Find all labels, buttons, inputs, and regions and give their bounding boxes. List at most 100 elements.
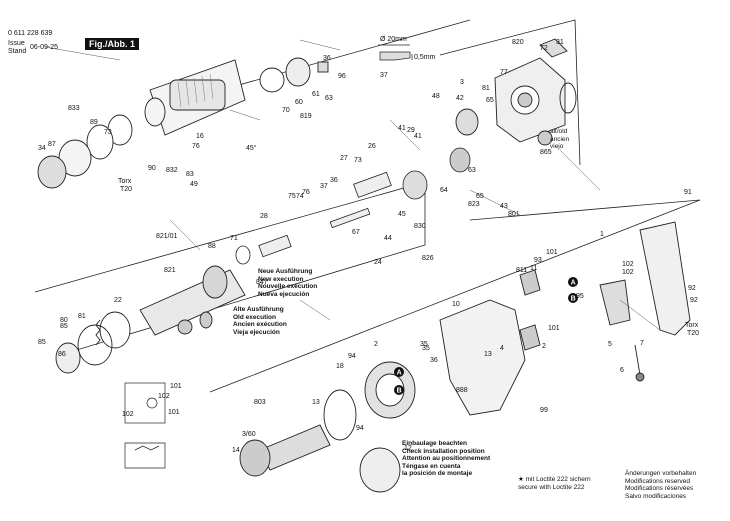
part-callout-21: 48 (432, 93, 440, 100)
part-callout-52: 830 (414, 223, 426, 230)
motor-housing (239, 299, 526, 493)
part-callout-18: 832 (166, 167, 178, 174)
part-callout-12: 73 (104, 129, 112, 136)
part-callout-28: 29 (407, 127, 415, 134)
mounting-line-3: Attention au positionnement (402, 455, 491, 463)
new-execution-line-3: Nouvelle exécution (258, 283, 318, 291)
part-callout-99: 101 (548, 325, 560, 332)
connector-marker-0 (568, 277, 578, 287)
part-callout-74: 7 (640, 340, 644, 347)
part-callout-96: 2 (542, 343, 546, 350)
gear-housing-assembly (455, 38, 577, 146)
part-callout-57: 11 (530, 265, 537, 272)
intermediate-shaft-parts (235, 147, 471, 265)
part-callout-54: 826 (422, 255, 434, 262)
hammer-head-assembly (37, 57, 329, 189)
old-execution-line-2: Old execution (233, 313, 276, 321)
part-callout-60: 81 (78, 313, 86, 320)
part-callout-55: 801 (508, 211, 520, 218)
part-callout-81: 35 (420, 341, 428, 348)
part-number: 0 611 228 639 (8, 30, 53, 37)
new-execution-line-4: Nueva ejecución (258, 290, 310, 298)
part-callout-86: 102 (122, 411, 134, 418)
part-callout-17: 76 (192, 143, 200, 150)
part-callout-19: 83 (186, 171, 194, 178)
torx-label-left: Torx (118, 178, 132, 185)
part-callout-51: 44 (384, 235, 392, 242)
part-callout-93: 9 (544, 407, 548, 414)
part-callout-40: 64 (440, 187, 448, 194)
old-execution-line-4: Vieja ejecución (233, 328, 280, 336)
part-callout-30: 26 (368, 143, 376, 150)
part-callout-85: 101 (168, 409, 180, 416)
assembly-boundaries (34, 19, 701, 393)
modifications-line-4: Salvo modificaciones (625, 492, 687, 500)
modifications-line-2: Modifications reserved (625, 477, 691, 485)
part-callout-69: 811 (516, 267, 527, 274)
part-callout-7: 60 (295, 99, 303, 106)
old-execution-line-1: Alte Ausführung (233, 306, 284, 313)
part-callout-16: 16 (196, 133, 204, 140)
handle-assembly (519, 221, 691, 382)
new-execution-note: Neue Ausführung New execution Nouvelle e… (258, 268, 317, 298)
old-execution-note: Alte Ausführung Old execution Ancien exé… (233, 306, 287, 336)
part-callout-1: 72 (540, 45, 548, 52)
old-execution-line-3: Ancien exécution (233, 321, 287, 329)
alt-old-line-3: viejo (550, 143, 564, 151)
angle-label: 45° (246, 145, 257, 152)
part-callout-36: 74 (296, 193, 304, 200)
alt-old-line-2: ancien (550, 135, 570, 143)
part-callout-58: 22 (114, 297, 122, 304)
issue-label: Issue (8, 40, 25, 47)
mounting-line-4: Téngase en cuenta (402, 462, 461, 470)
mounting-line-2: Check installation position (402, 447, 485, 455)
part-callout-65: 35 (422, 345, 430, 352)
part-callout-44: 823 (468, 201, 480, 208)
part-callout-62: 85 (60, 323, 68, 330)
part-callout-27: 41 (398, 125, 406, 132)
part-callout-24: 65 (486, 97, 494, 104)
part-callout-84: 102 (158, 393, 170, 400)
part-callout-64: 86 (58, 351, 66, 358)
part-callout-53: 24 (374, 259, 382, 266)
connector-marker-3 (394, 385, 404, 395)
mounting-position-note: Einbaulage beachten Check installation p… (402, 440, 490, 478)
dimension-sketch (378, 44, 413, 61)
issue-date: 06-09-25 (30, 44, 59, 51)
part-callout-80: 2 (374, 341, 378, 348)
part-callout-34: 37 (320, 183, 328, 190)
dimension-diameter: Ø 20mm (380, 36, 407, 43)
part-callout-42: 65 (476, 193, 484, 200)
new-execution-line-2: New execution (258, 275, 304, 283)
part-callout-100: 92 (690, 297, 698, 304)
part-callout-72: 95 (576, 293, 584, 300)
part-callout-0: 820 (512, 39, 524, 46)
connector-letter-2: A (397, 370, 402, 377)
spindle-assembly (55, 265, 246, 374)
torx-size-left: T20 (120, 186, 133, 193)
part-callout-78: 18 (336, 363, 344, 370)
part-callout-95: 4 (500, 345, 504, 352)
part-callout-92: 94 (356, 425, 364, 432)
new-execution-line-1: Neue Ausführung (258, 268, 313, 275)
part-callout-31: 27 (340, 155, 348, 162)
loctite-line-2: secure with Loctite 222 (518, 483, 585, 491)
loctite-line-1: ★ mit Loctite 222 sichern (518, 476, 591, 483)
connector-marker-1 (568, 293, 578, 303)
part-callout-91: 888 (456, 387, 468, 394)
torx-size-right: T20 (687, 330, 700, 337)
part-callout-70: 102 (622, 261, 634, 268)
part-callout-23: 81 (482, 85, 490, 92)
part-callout-89: 14 (232, 447, 240, 454)
part-callout-59: 847 (256, 279, 268, 286)
part-callout-47: 88 (208, 243, 216, 250)
part-callout-33: 36 (330, 177, 338, 184)
dimension-gap: 0,5mm (414, 54, 436, 61)
part-callout-66: 36 (430, 357, 438, 364)
connector-letter-0: A (571, 280, 576, 287)
part-callout-68: 93 (534, 257, 542, 264)
part-callout-48: 821/01 (156, 233, 178, 240)
